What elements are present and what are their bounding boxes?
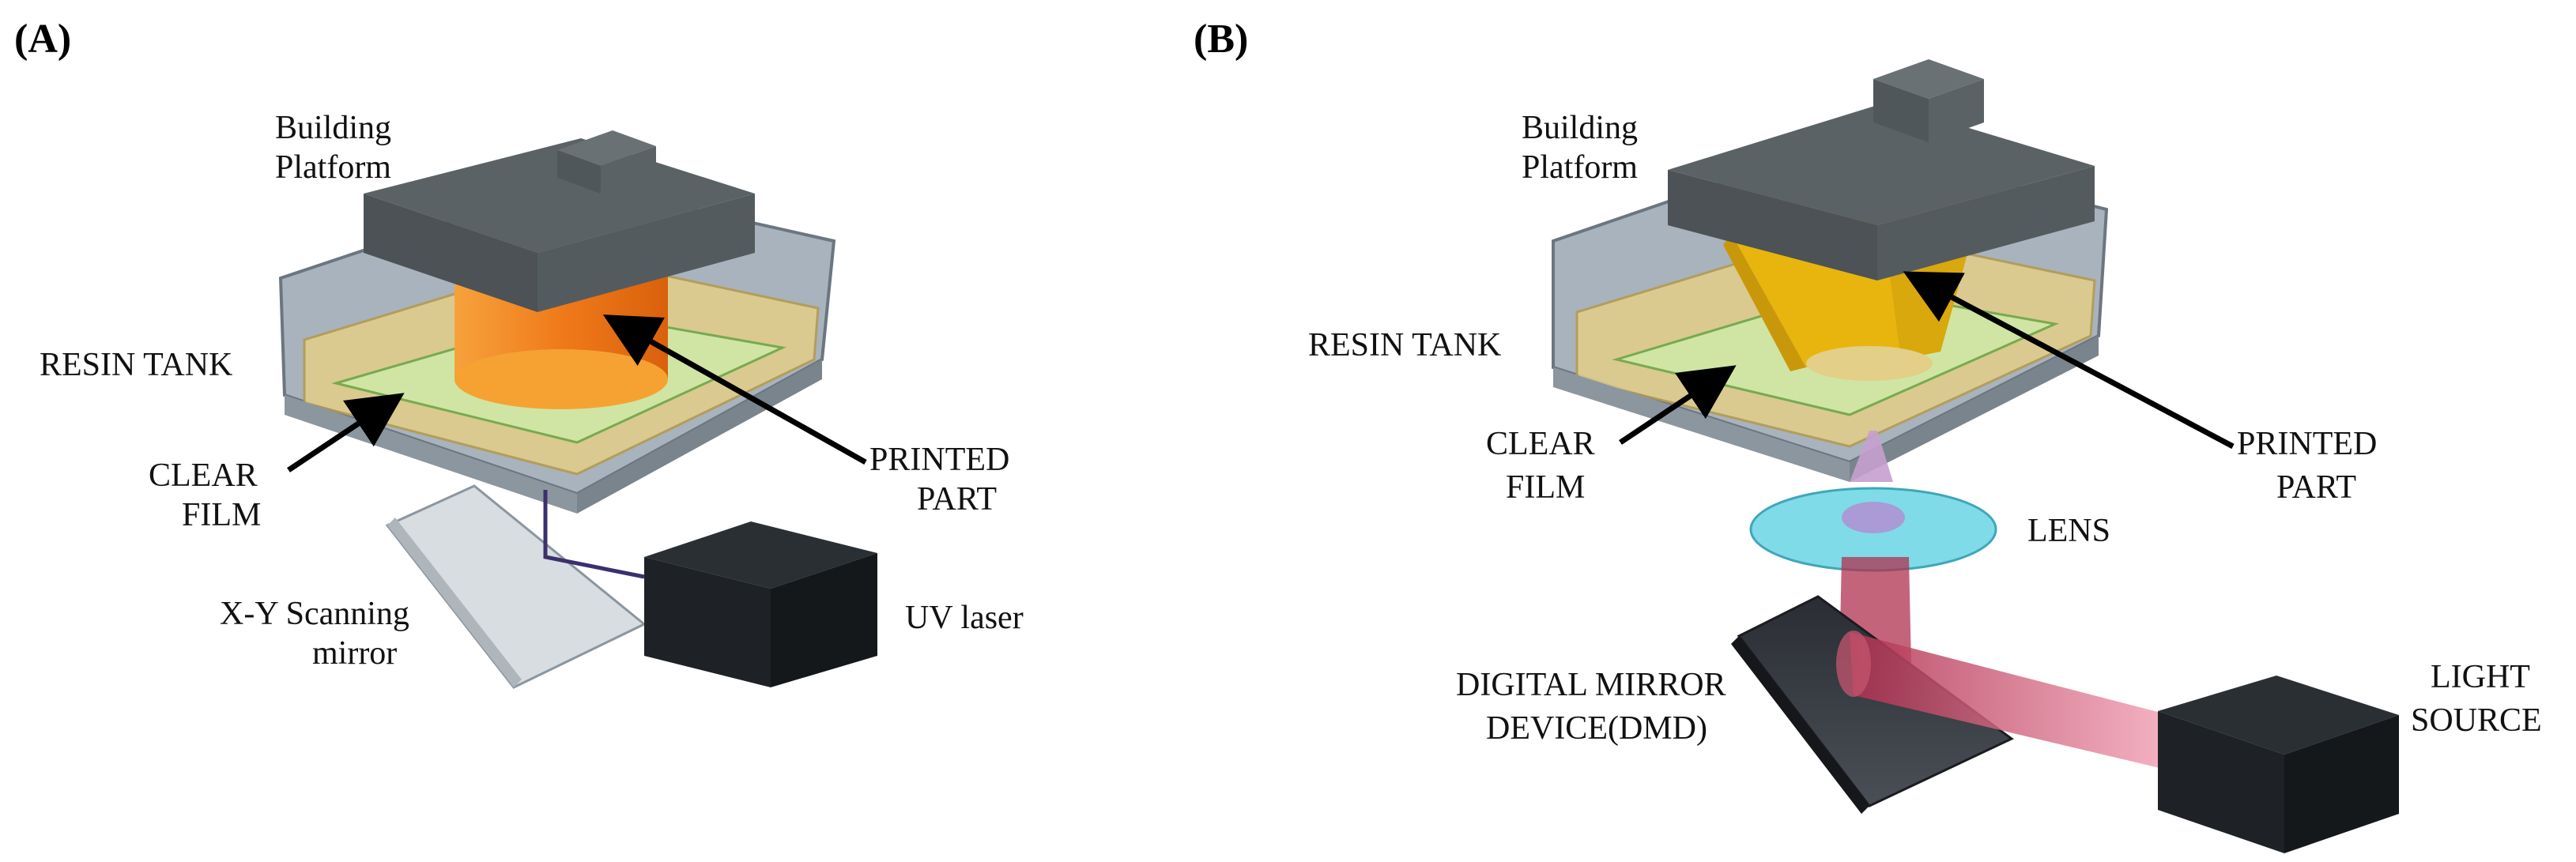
mirror-label-2: mirror <box>312 635 397 672</box>
building-platform-b <box>1668 59 2095 280</box>
printed-part-label-b-2: PART <box>2276 469 2356 506</box>
clear-film-label-b-1: CLEAR <box>1486 426 1595 462</box>
printed-part-label-a-2: PART <box>917 481 997 518</box>
xy-scanning-mirror <box>385 484 647 689</box>
light-cone <box>1850 431 1893 482</box>
beam-horizontal <box>1850 632 2170 770</box>
dmd <box>1731 595 2014 814</box>
dmd-label-2: DEVICE(DMD) <box>1486 710 1707 747</box>
panel-b: (B) <box>1194 17 2542 853</box>
light-source-box <box>2158 676 2399 853</box>
beam-spot <box>1836 631 1871 697</box>
lens-label: LENS <box>2027 513 2110 549</box>
building-platform-label-b-1: Building <box>1522 110 1638 146</box>
resin-tank-label-b: RESIN TANK <box>1308 327 1501 363</box>
building-platform-a <box>364 130 755 312</box>
uv-laser-box <box>644 521 877 687</box>
panel-b-tag: (B) <box>1194 17 1248 62</box>
printed-part-arrow-b <box>1903 271 2235 450</box>
clear-film-label-b-2: FILM <box>1506 469 1585 506</box>
laser-beam <box>543 490 645 579</box>
resin-tank-label-a: RESIN TANK <box>40 347 232 383</box>
dmd-label-1: DIGITAL MIRROR <box>1456 667 1726 703</box>
clear-film-label-a-1: CLEAR <box>149 457 258 494</box>
light-source-label-2: SOURCE <box>2411 702 2542 739</box>
lens <box>1749 487 1997 572</box>
printed-part-arrow-a <box>602 314 867 465</box>
light-source-label-1: LIGHT <box>2431 659 2530 695</box>
clear-film-label-a-2: FILM <box>182 497 261 533</box>
panel-a-tag: (A) <box>14 17 71 62</box>
uv-laser-label: UV laser <box>905 600 1024 636</box>
printed-part-label-b-1: PRINTED <box>2237 426 2377 462</box>
building-platform-label-a-1: Building <box>275 110 391 146</box>
clear-film-arrow-a <box>287 393 405 472</box>
printed-part-label-a-1: PRINTED <box>869 442 1009 478</box>
mirror-label-1: X-Y Scanning <box>220 596 409 632</box>
panel-a: (A) <box>14 17 1024 689</box>
clear-film-arrow-b <box>1619 365 1737 445</box>
building-platform-label-b-2: Platform <box>1522 149 1638 186</box>
building-platform-label-a-2: Platform <box>275 149 391 186</box>
